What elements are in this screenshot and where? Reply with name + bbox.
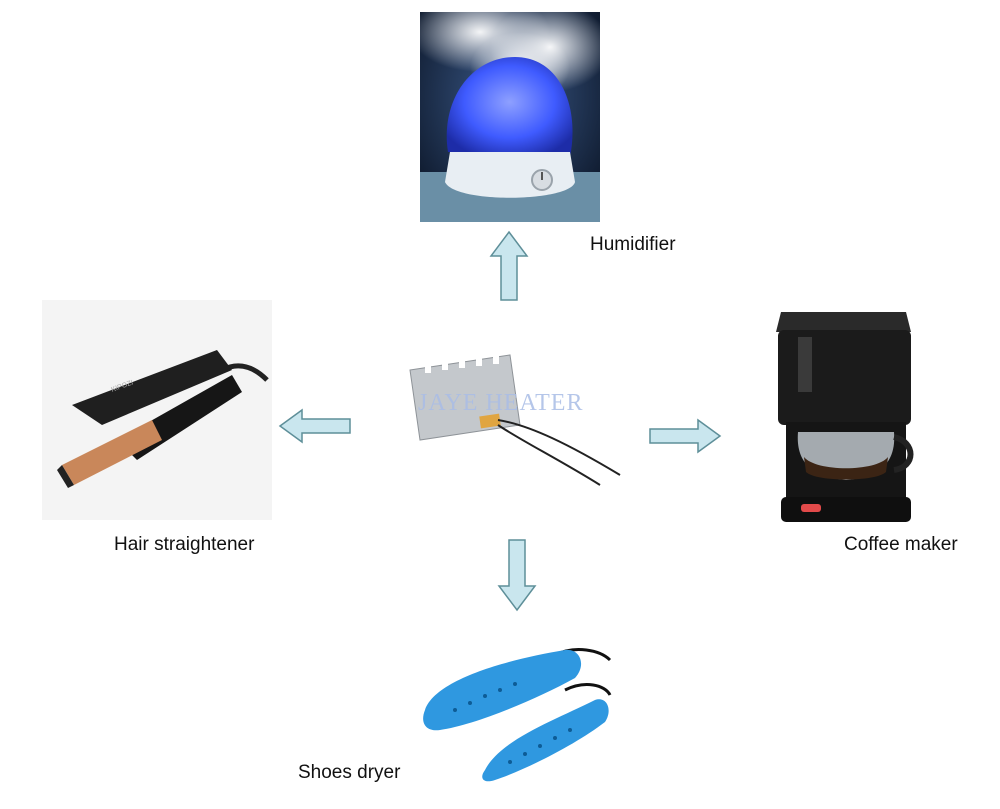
arrow-down-icon: [497, 539, 537, 612]
arrow-up-icon: [489, 230, 529, 301]
arrow-left-icon: [278, 408, 351, 444]
shoes-dryer-label: Shoes dryer: [298, 762, 401, 783]
watermark-text: JAYE HEATER: [418, 390, 584, 416]
shoes-dryer-image: [415, 630, 615, 800]
coffee-maker-image: [756, 292, 926, 532]
humidifier-image: [420, 12, 600, 222]
arrow-right-icon: [649, 418, 722, 454]
hair-straightener-image: KIPOZI: [42, 300, 272, 520]
hair-straightener-label: Hair straightener: [114, 534, 255, 555]
ptc-heater-image: [380, 325, 630, 525]
coffee-maker-label: Coffee maker: [844, 534, 958, 555]
humidifier-label: Humidifier: [590, 234, 676, 255]
